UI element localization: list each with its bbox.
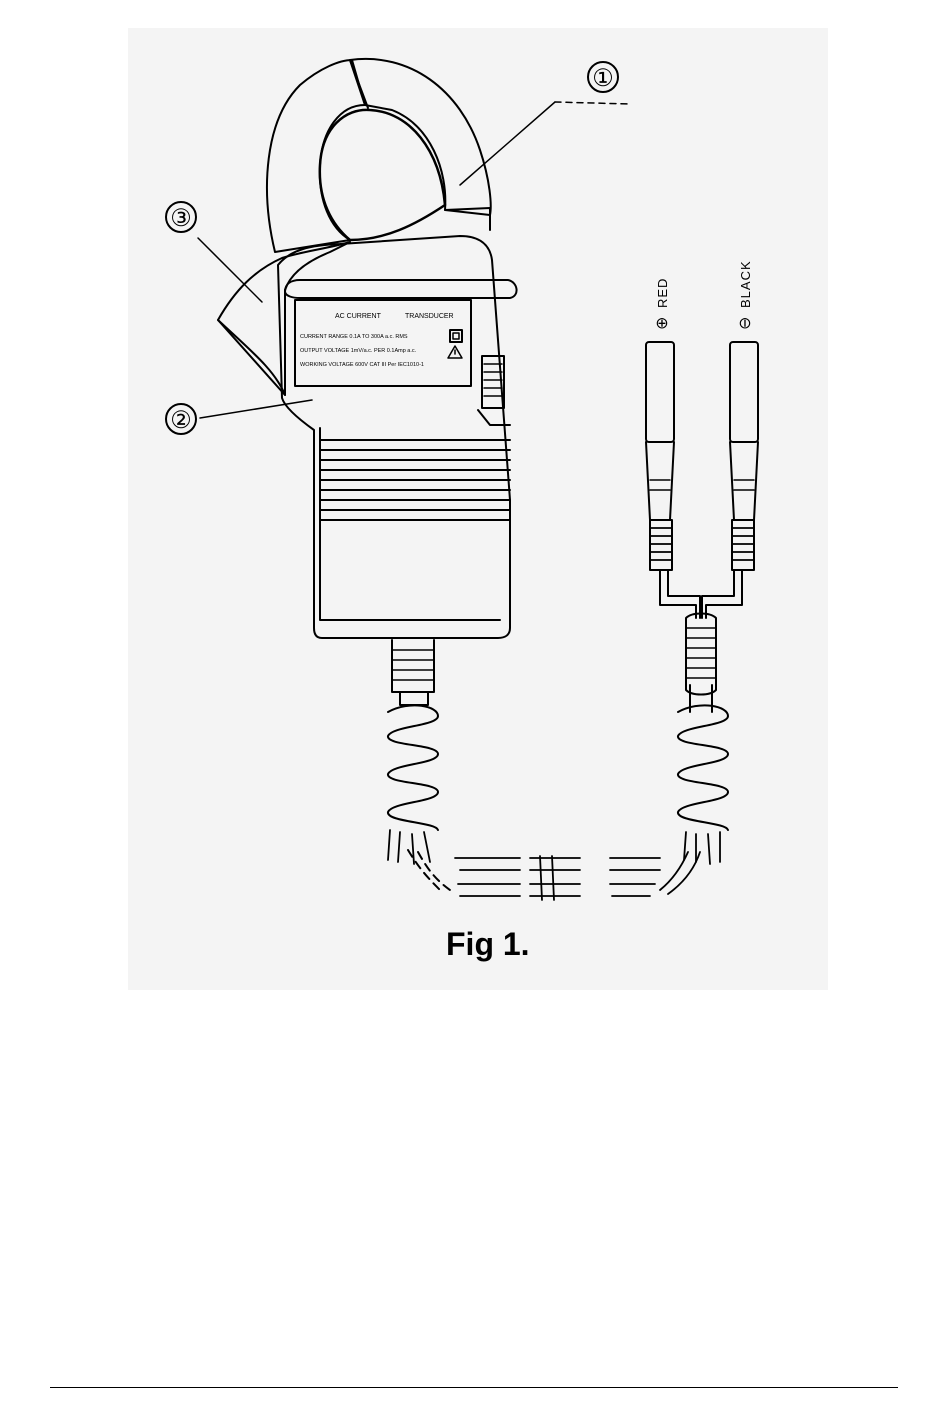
red-lead-symbol: ⊕ — [654, 317, 671, 330]
black-lead-label: BLACK — [738, 260, 753, 308]
callout-2: ② — [170, 407, 192, 434]
double-insulation-icon — [450, 330, 462, 342]
plate-line-1: CURRENT RANGE 0.1A TO 300A a.c. RMS — [300, 334, 408, 340]
black-test-plug — [730, 342, 758, 570]
plate-title-left: AC CURRENT — [335, 313, 382, 320]
red-test-plug — [646, 342, 674, 570]
cable-left — [388, 640, 450, 890]
clamp-jaws — [218, 59, 491, 395]
transducer-body — [278, 236, 517, 638]
black-lead-symbol: ⊖ — [737, 317, 754, 330]
figure-caption: Fig 1. — [446, 926, 530, 963]
plate-line-2: OUTPUT VOLTAGE 1mV/a.c. PER 0.1Amp a.c. — [300, 348, 417, 354]
cable-loop — [455, 852, 700, 900]
footer-rule — [50, 1387, 898, 1388]
callout-3: ③ — [170, 205, 192, 232]
callout-1: ① — [592, 65, 614, 92]
plate-line-3: WORKING VOLTAGE 600V CAT III Per IEC1010… — [300, 362, 424, 368]
cable-right — [660, 570, 742, 864]
red-lead-label: RED — [655, 278, 670, 308]
plate-title-right: TRANSDUCER — [405, 313, 454, 320]
